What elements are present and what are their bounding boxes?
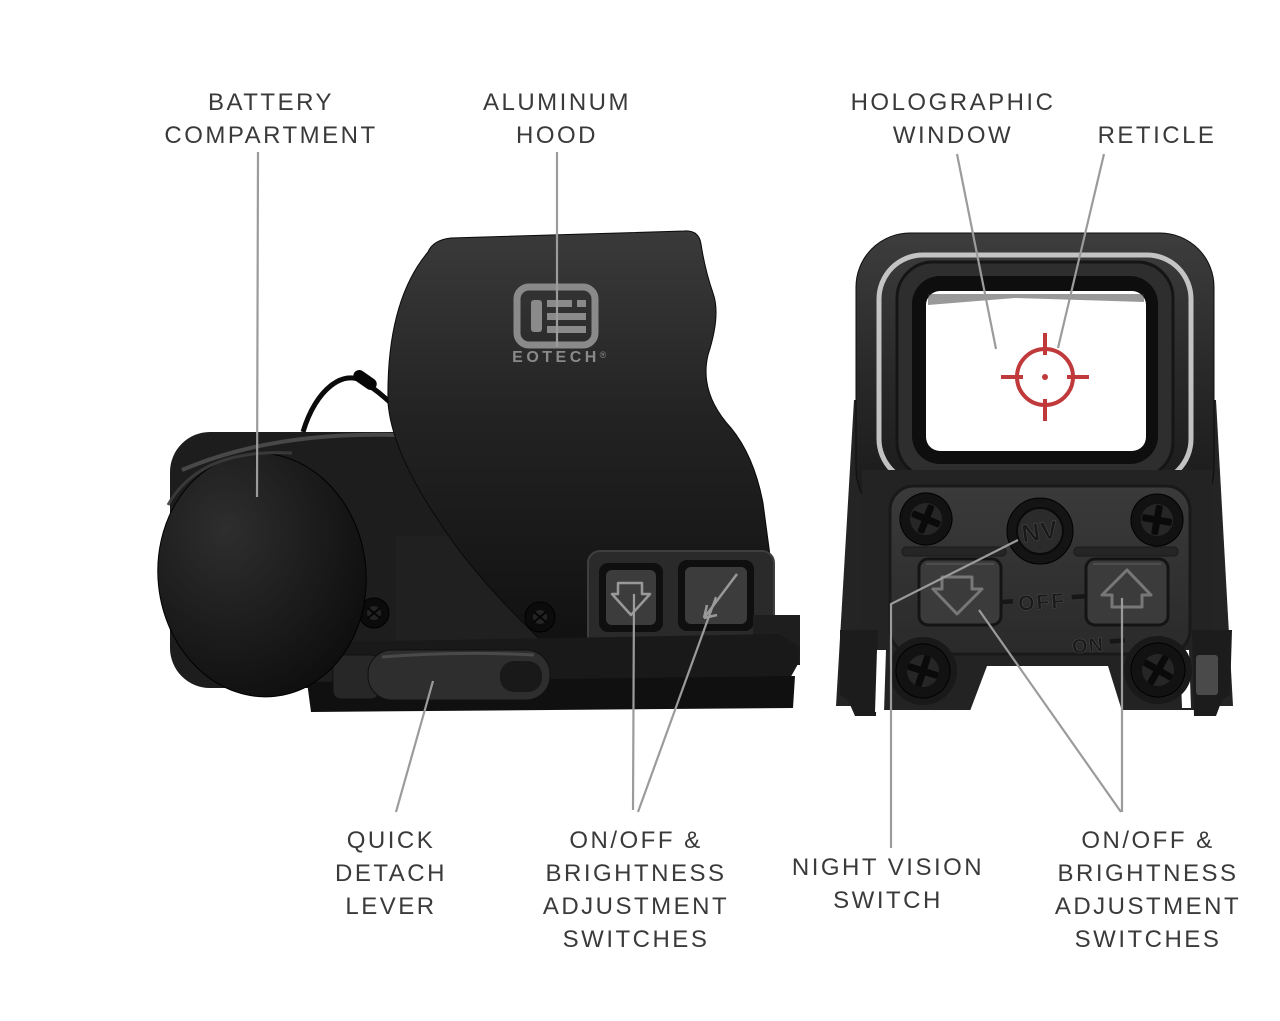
off-marking: OFF — [999, 589, 1085, 616]
label-line: QUICK — [346, 827, 436, 854]
battery-cap-lanyard — [300, 375, 394, 433]
eotech-logo-text: EOTECH — [512, 349, 600, 366]
label-line: ALUMINUM — [482, 89, 632, 116]
leader-lines — [255, 151, 1124, 848]
torx-screw — [524, 601, 556, 633]
label-line: BATTERY — [208, 89, 334, 116]
arrow-up-icon — [702, 573, 738, 620]
leader-holographic-window — [955, 153, 998, 350]
label-quick-detach-lever: QUICK DETACH LEVER — [335, 824, 447, 923]
reticle-graphic — [1001, 333, 1089, 421]
nv-marking: NV — [1020, 516, 1060, 549]
rear-view-sight: NV OFF ON — [836, 232, 1233, 716]
arrow-up-icon — [1100, 568, 1153, 609]
leader-quick-detach-lever — [394, 680, 435, 813]
label-night-vision-switch: NIGHT VISION SWITCH — [792, 851, 984, 917]
label-line: DETACH — [335, 860, 447, 887]
label-reticle: RETICLE — [1098, 119, 1217, 152]
leader-rear-switch-1 — [978, 609, 1122, 813]
label-line: LEVER — [345, 893, 437, 920]
rear-brightness-up-button — [1084, 557, 1170, 627]
phillips-screw — [899, 492, 953, 546]
label-line: BRIGHTNESS — [1057, 860, 1239, 887]
brightness-up-button — [678, 560, 754, 631]
night-vision-button: NV — [1006, 497, 1074, 565]
registered-mark: ® — [600, 350, 607, 360]
arrow-down-icon — [931, 575, 984, 616]
rear-brightness-down-button — [917, 557, 1003, 627]
label-battery-compartment: BATTERY COMPARTMENT — [164, 86, 377, 152]
label-line: ADJUSTMENT — [542, 893, 730, 920]
label-line: RETICLE — [1097, 122, 1217, 149]
label-aluminum-hood: ALUMINUM HOOD — [483, 86, 631, 152]
label-line: ADJUSTMENT — [1054, 893, 1242, 920]
side-view-sight: EOTECH ® — [157, 230, 800, 712]
arrow-down-icon — [610, 581, 652, 617]
brightness-down-button — [599, 563, 663, 632]
label-side-onoff-brightness: ON/OFF & BRIGHTNESS ADJUSTMENT SWITCHES — [543, 824, 729, 956]
label-line: HOOD — [515, 122, 598, 149]
phillips-screw — [1130, 493, 1184, 547]
label-line: BRIGHTNESS — [545, 860, 727, 887]
svg-text:ON: ON — [1071, 634, 1105, 659]
label-line: HOLOGRAPHIC — [850, 89, 1056, 116]
rail-claw-left — [840, 630, 878, 716]
svg-text:OFF: OFF — [1017, 589, 1066, 615]
label-line: NIGHT VISION — [791, 854, 985, 881]
leader-reticle — [1056, 153, 1106, 349]
label-line: SWITCH — [833, 887, 943, 914]
leader-battery-compartment — [255, 151, 260, 498]
label-line: COMPARTMENT — [164, 122, 378, 149]
base-notch — [970, 666, 1122, 711]
label-rear-onoff-brightness: ON/OFF & BRIGHTNESS ADJUSTMENT SWITCHES — [1055, 824, 1241, 956]
label-holographic-window: HOLOGRAPHIC WINDOW — [851, 86, 1056, 152]
label-line: ON/OFF & — [1081, 827, 1215, 854]
holographic-window — [926, 291, 1146, 451]
quick-detach-lever — [332, 649, 551, 701]
leader-side-switch-2 — [636, 596, 718, 813]
label-line: ON/OFF & — [569, 827, 703, 854]
label-line: SWITCHES — [1074, 926, 1222, 953]
label-line: WINDOW — [892, 122, 1014, 149]
leader-side-switch-1 — [631, 593, 636, 811]
phillips-screw — [1124, 636, 1192, 704]
phillips-screw — [889, 637, 957, 705]
leader-night-vision — [889, 539, 1019, 848]
label-line: SWITCHES — [562, 926, 710, 953]
on-marking: ON — [1071, 634, 1125, 659]
